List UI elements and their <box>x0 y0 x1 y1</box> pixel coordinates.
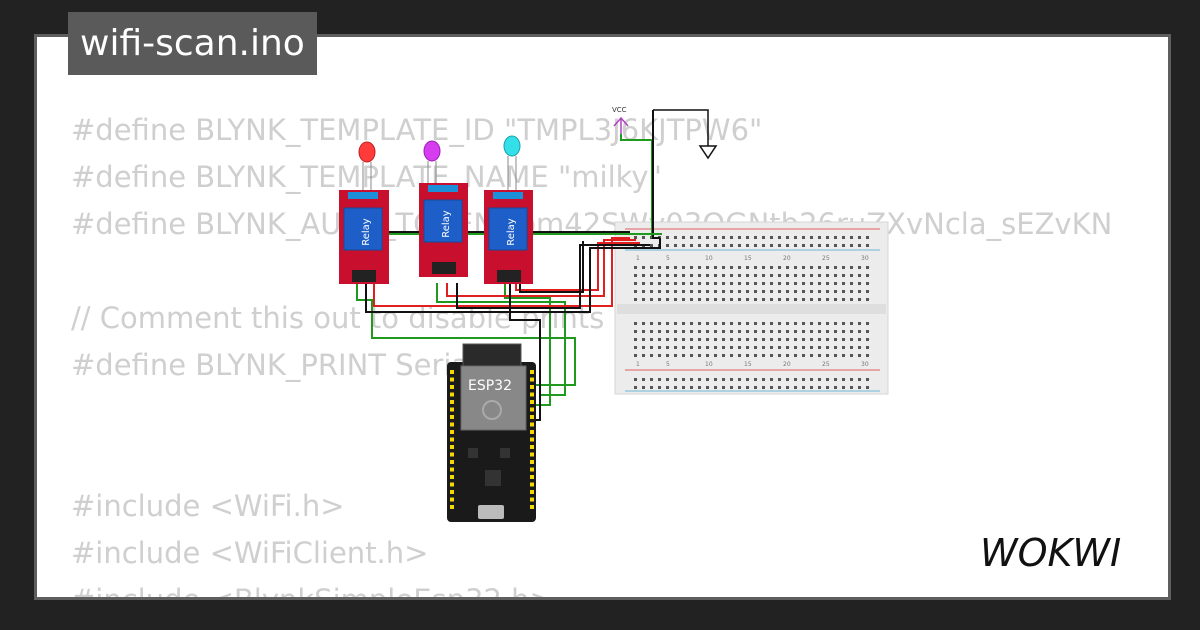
vcc-label: VCC <box>612 106 627 114</box>
bb-number: 1 <box>636 255 640 262</box>
bb-number: 20 <box>783 255 791 262</box>
bb-number: 15 <box>744 361 752 368</box>
bb-number: 30 <box>861 361 869 368</box>
bb-number: 5 <box>666 361 670 368</box>
breadboard: 1 5 10 15 20 25 30 1 5 10 15 20 25 30 <box>614 221 889 395</box>
esp32-label: ESP32 <box>468 378 512 394</box>
led-red <box>358 141 376 190</box>
code-line: #define BLYNK_TEMPLATE_ID "TMPL3J6KJTPW6… <box>71 113 763 147</box>
code-line: #include <WiFi.h> <box>71 489 345 523</box>
relay-label: Relay <box>441 210 452 238</box>
esp32-board: ESP32 <box>447 343 536 522</box>
vcc-symbol: VCC <box>612 106 629 134</box>
code-line: // Comment this out to disable prints <box>71 301 605 335</box>
bb-number: 1 <box>636 361 640 368</box>
breadboard-numbers: 1 5 10 15 20 25 30 1 5 10 15 20 25 30 <box>636 255 869 368</box>
bb-number: 5 <box>666 255 670 262</box>
relay-label: Relay <box>506 218 517 246</box>
relay-module: Relay <box>339 190 389 284</box>
bb-number: 10 <box>705 361 713 368</box>
bb-number: 10 <box>705 255 713 262</box>
bb-number: 15 <box>744 255 752 262</box>
bb-number: 25 <box>822 361 830 368</box>
led-cyan <box>503 135 521 190</box>
relay-label: Relay <box>361 218 372 246</box>
bb-number: 25 <box>822 255 830 262</box>
preview-card: #define BLYNK_TEMPLATE_ID "TMPL3J6KJTPW6… <box>34 34 1171 600</box>
wokwi-logo: WOKWI <box>980 531 1121 575</box>
code-line: #include <BlynkSimpleEsp32.h> <box>71 583 554 600</box>
wires <box>342 110 662 421</box>
code-line: #include <WiFiClient.h> <box>71 536 429 570</box>
brand-text: WOKWI <box>980 531 1121 575</box>
code-line: #define BLYNK_TEMPLATE_NAME "milky" <box>71 160 662 194</box>
page-title: wifi-scan.ino <box>68 12 317 75</box>
relay-module: Relay <box>419 183 468 277</box>
ground-symbol <box>653 109 718 160</box>
relay-module: Relay <box>484 190 533 284</box>
led-purple <box>423 140 441 185</box>
bb-number: 20 <box>783 361 791 368</box>
bb-number: 30 <box>861 255 869 262</box>
